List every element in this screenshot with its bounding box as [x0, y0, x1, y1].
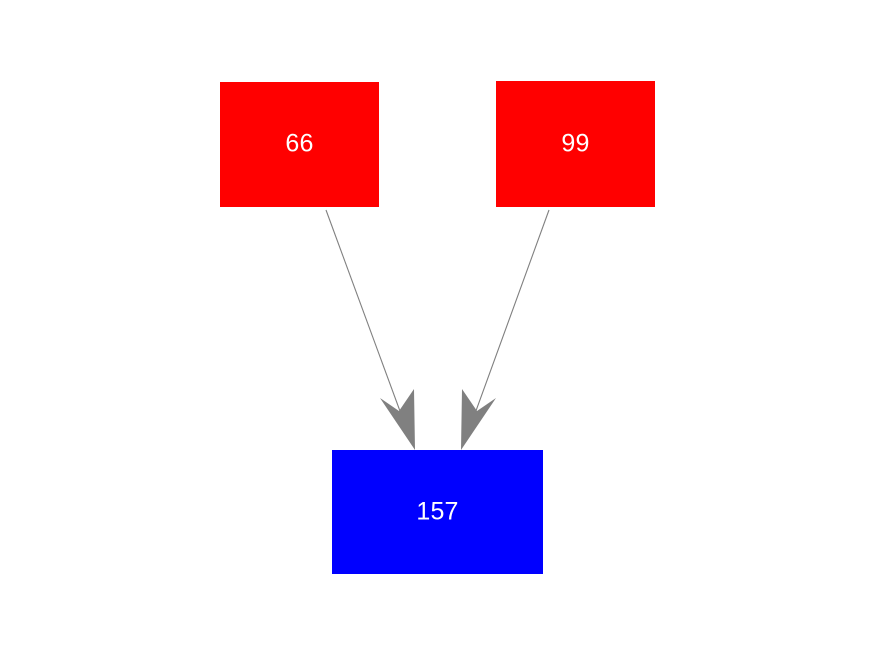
node-result-label: 157 [416, 497, 459, 525]
edge-line-b [464, 209, 550, 442]
node-operand-b[interactable]: 99 [496, 81, 655, 207]
node-operand-a-label: 66 [285, 129, 314, 158]
node-operand-b-label: 99 [561, 129, 590, 157]
edge-operand-a-to-result [325, 209, 415, 450]
node-result[interactable]: 157 [332, 450, 543, 574]
arrowhead-icon-a [380, 389, 415, 450]
arrowhead-icon-b [461, 389, 496, 450]
edge-operand-b-to-result [461, 209, 550, 450]
node-operand-a[interactable]: 66 [220, 82, 379, 207]
edge-line-a [325, 209, 412, 442]
